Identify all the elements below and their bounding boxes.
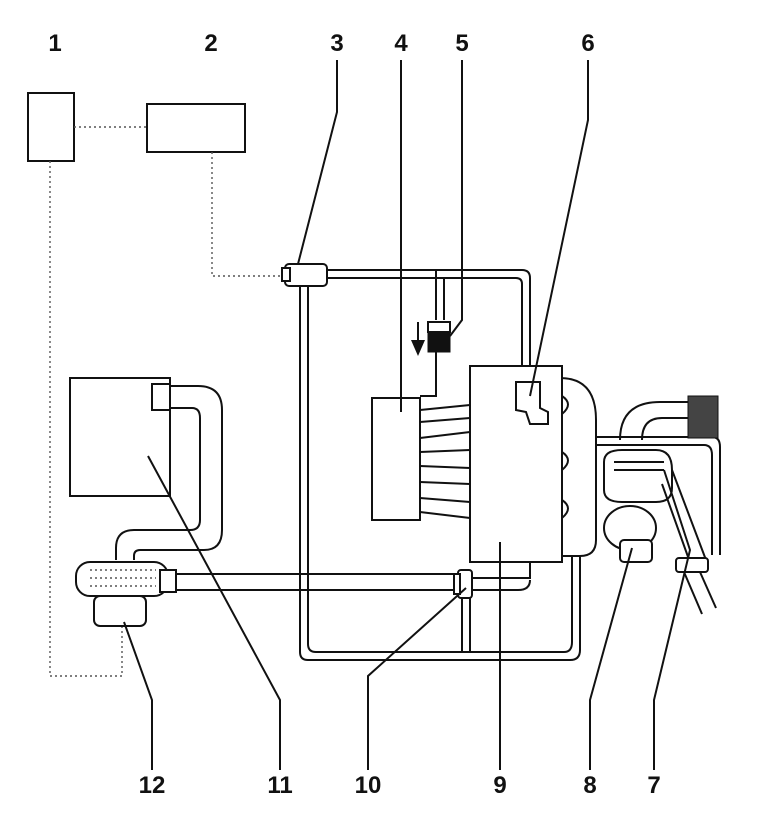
callout-7: 7 (647, 772, 661, 799)
leader-6 (529, 60, 589, 397)
component-9-box (469, 365, 563, 563)
component-6-sensor (515, 381, 549, 425)
component-5-valve-top (427, 321, 451, 333)
turbo-intake-elbow (619, 401, 690, 441)
component-11-box (69, 377, 171, 497)
component-12-ribs (90, 569, 156, 587)
hose-11-to-12 (115, 529, 170, 560)
callout-2: 2 (204, 30, 218, 57)
callout-4: 4 (394, 30, 408, 57)
component-7-pipe (683, 571, 717, 615)
leader-11 (147, 455, 281, 770)
component-3-valve-cap (281, 267, 291, 282)
arrow-head (411, 340, 425, 356)
signal-line-1-12 (49, 161, 123, 677)
component-4-box (371, 397, 421, 521)
component-2-box (146, 103, 246, 153)
main-intake-pipe (176, 573, 458, 591)
callout-12: 12 (138, 772, 166, 799)
leader-8 (589, 547, 633, 770)
component-1-box (27, 92, 75, 162)
leader-7 (653, 469, 692, 770)
callout-1: 1 (48, 30, 62, 57)
signal-line-2-3 (211, 152, 286, 277)
leader-12 (123, 621, 153, 770)
component-12-body (75, 561, 169, 597)
callout-8: 8 (583, 772, 597, 799)
hose-3-to-6-inner (327, 277, 523, 382)
callout-10: 10 (354, 772, 382, 799)
engine-bumps (561, 395, 569, 519)
callout-9: 9 (493, 772, 507, 799)
leader-10 (367, 587, 467, 770)
component-11-outlet (151, 383, 171, 411)
component-12-base (93, 595, 147, 627)
leader-5 (449, 60, 463, 337)
component-10-flange (453, 573, 461, 595)
callout-6: 6 (581, 30, 595, 57)
turbo-band (614, 461, 664, 471)
pipe-10-to-9 (472, 562, 531, 591)
hose-11-outer (170, 385, 223, 551)
hose-11-inner (170, 407, 201, 531)
component-3-valve (284, 263, 328, 287)
turbo-housing (603, 449, 673, 503)
component-12-outlet (159, 569, 177, 593)
callout-11: 11 (267, 772, 293, 799)
component-7-hose (661, 469, 707, 569)
engine-rear-silhouette (559, 376, 597, 557)
component-5-to-4 (420, 352, 437, 397)
callout-3: 3 (330, 30, 344, 57)
turbo-intake-filter (687, 395, 719, 439)
leader-3 (297, 60, 338, 265)
component-7-clamp (675, 557, 709, 573)
component-8-outlet (619, 539, 653, 563)
callout-5: 5 (455, 30, 469, 57)
hose-3-to-6 (327, 269, 531, 382)
intake-runners (419, 404, 471, 519)
